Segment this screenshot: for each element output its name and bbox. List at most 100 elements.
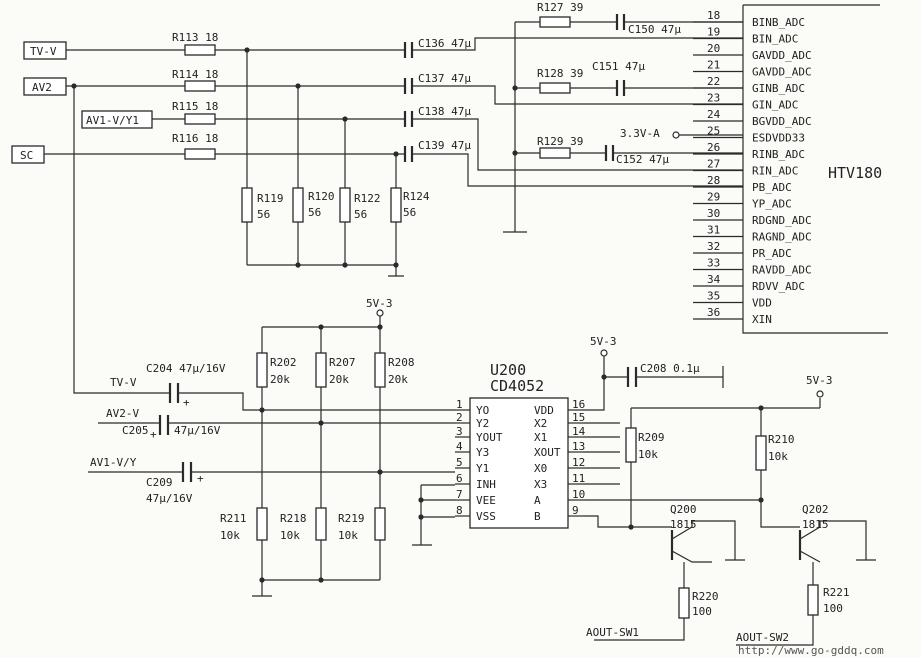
resistor-r209: R209 10k (625, 427, 665, 463)
svg-text:R220: R220 (692, 590, 719, 603)
svg-text:20k: 20k (270, 373, 290, 386)
svg-text:RIN_ADC: RIN_ADC (752, 165, 798, 178)
svg-text:12: 12 (572, 456, 585, 469)
resistor-r219: R219 10k (338, 507, 386, 542)
svg-text:26: 26 (707, 141, 720, 154)
svg-text:27: 27 (707, 158, 720, 171)
svg-text:56: 56 (354, 208, 367, 221)
svg-text:1815: 1815 (802, 518, 829, 531)
svg-text:R119: R119 (257, 192, 284, 205)
svg-text:C139 47μ: C139 47μ (418, 139, 471, 152)
svg-text:RAVDD_ADC: RAVDD_ADC (752, 264, 812, 277)
wire-ref-network (503, 21, 743, 233)
svg-text:23: 23 (707, 92, 720, 105)
svg-text:RAGND_ADC: RAGND_ADC (752, 231, 812, 244)
capacitor-c204: + C204 47μ/16V TV-V (110, 362, 455, 411)
capacitor-c137: C137 47μ (403, 72, 471, 94)
svg-text:X3: X3 (534, 478, 547, 491)
svg-text:C204 47μ/16V: C204 47μ/16V (146, 362, 226, 375)
svg-text:10k: 10k (338, 529, 358, 542)
svg-text:A: A (534, 494, 541, 507)
svg-text:+: + (183, 396, 190, 409)
svg-text:YP_ADC: YP_ADC (752, 198, 792, 211)
svg-text:20k: 20k (329, 373, 349, 386)
svg-text:35: 35 (707, 290, 720, 303)
svg-text:BIN_ADC: BIN_ADC (752, 33, 798, 46)
svg-text:22: 22 (707, 75, 720, 88)
svg-text:Y1: Y1 (476, 462, 489, 475)
resistor-r115: R115 18 (172, 100, 218, 125)
svg-text:C138 47μ: C138 47μ (418, 105, 471, 118)
svg-text:5: 5 (456, 456, 463, 469)
svg-text:BGVDD_ADC: BGVDD_ADC (752, 115, 812, 128)
svg-text:R221: R221 (823, 586, 850, 599)
capacitor-c150: C150 47μ (615, 14, 681, 36)
svg-text:GIN_ADC: GIN_ADC (752, 99, 798, 112)
svg-text:VDD: VDD (752, 297, 772, 310)
r114-label: R114 18 (172, 68, 218, 81)
svg-text:20: 20 (707, 42, 720, 55)
svg-text:4: 4 (456, 440, 463, 453)
resistor-r210: R210 10k (755, 433, 795, 471)
svg-text:2: 2 (456, 411, 463, 424)
connector-sc: SC (11, 145, 45, 164)
resistor-r129: R129 39 (537, 135, 583, 159)
resistor-r120: R120 56 (292, 187, 335, 223)
capacitor-c208: C208 0.1μ (626, 362, 700, 387)
svg-text:+: + (197, 472, 204, 485)
capacitor-c205: + AV2-V C205 47μ/16V (98, 407, 455, 441)
svg-text:3.3V-A: 3.3V-A (620, 127, 660, 140)
svg-text:8: 8 (456, 504, 463, 517)
svg-text:30: 30 (707, 207, 720, 220)
svg-text:C151 47μ: C151 47μ (592, 60, 645, 73)
resistor-r208: R208 20k (374, 352, 415, 388)
svg-text:GAVDD_ADC: GAVDD_ADC (752, 66, 812, 79)
svg-text:BINB_ADC: BINB_ADC (752, 16, 805, 29)
supply-5v-3-c: 5V-3 (806, 374, 833, 398)
svg-text:13: 13 (572, 440, 585, 453)
svg-text:R128 39: R128 39 (537, 67, 583, 80)
watermark: http://www.go-gddq.com (738, 644, 884, 657)
r113-label: R113 18 (172, 31, 218, 44)
svg-text:C136 47μ: C136 47μ (418, 37, 471, 50)
svg-text:1815: 1815 (670, 518, 697, 531)
resistor-r122: R122 56 (339, 187, 381, 223)
svg-text:AOUT-SW1: AOUT-SW1 (586, 626, 639, 639)
htv180-pins: 18BINB_ADC19BIN_ADC20GAVDD_ADC21GAVDD_AD… (693, 9, 812, 326)
svg-text:ESDVDD33: ESDVDD33 (752, 132, 805, 145)
htv180-name: HTV180 (828, 164, 882, 182)
connector-tv-v: TV-V (23, 41, 67, 60)
svg-text:24: 24 (707, 108, 721, 121)
wire-u200-vdd (583, 356, 724, 411)
svg-text:CD4052: CD4052 (490, 377, 544, 395)
connector-av1-v-y1: AV1-V/Y1 (81, 110, 153, 129)
wire-control-b (583, 515, 672, 528)
svg-text:34: 34 (707, 273, 721, 286)
svg-text:R127 39: R127 39 (537, 1, 583, 14)
svg-text:C209: C209 (146, 476, 173, 489)
svg-text:5V-3: 5V-3 (590, 335, 617, 348)
svg-text:YO: YO (476, 404, 489, 417)
svg-text:Q200: Q200 (670, 503, 697, 516)
capacitor-c152: C152 47μ (604, 145, 669, 166)
svg-text:R218: R218 (280, 512, 307, 525)
wire-u200-gnd (412, 484, 455, 546)
